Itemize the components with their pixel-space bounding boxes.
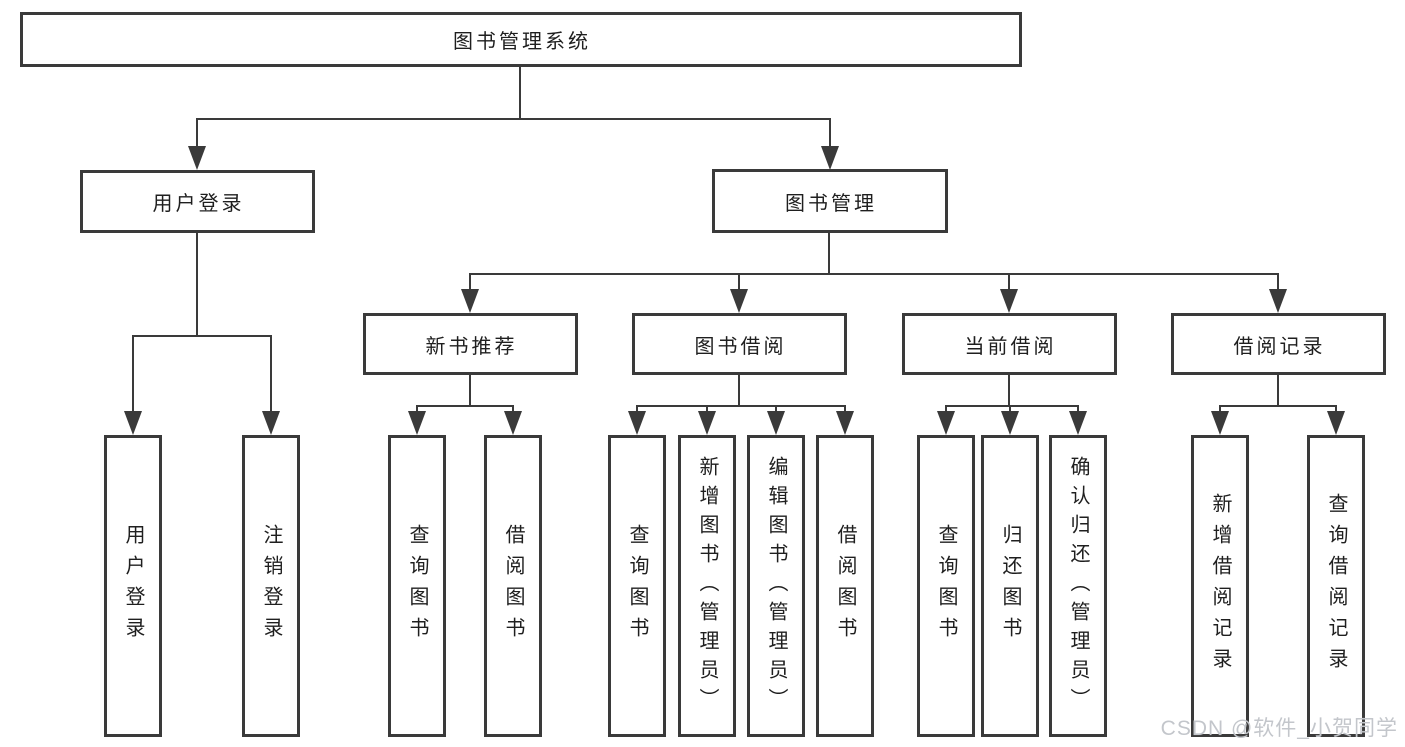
node-label: 图书管理	[785, 192, 877, 215]
leaf-confirm-return-admin: 确认归还（管理员）	[1049, 435, 1107, 737]
node-book-management: 图书管理	[712, 169, 948, 233]
connector-hline	[1219, 405, 1337, 407]
node-new-book-recommend: 新书推荐	[363, 313, 578, 375]
leaf-add-book-admin: 新增图书（管理员）	[678, 435, 736, 737]
connector-vline	[829, 118, 831, 150]
leaf-label: 查询图书	[626, 524, 648, 648]
watermark: CSDN @软件_小贺同学	[1160, 717, 1398, 740]
leaf-label: 确认归还（管理员）	[1067, 455, 1089, 717]
connector-vline	[738, 273, 740, 291]
leaf-query-book-borrow: 查询图书	[608, 435, 666, 737]
arrow-down-icon	[730, 289, 748, 313]
arrow-down-icon	[124, 411, 142, 435]
node-user-login: 用户登录	[80, 170, 315, 233]
leaf-label: 查询图书	[406, 524, 428, 648]
connector-vline	[1277, 375, 1279, 406]
leaf-label: 新增图书（管理员）	[696, 455, 718, 717]
connector-vline	[738, 375, 740, 406]
connector-vline	[844, 405, 846, 413]
node-current-borrow: 当前借阅	[902, 313, 1117, 375]
connector-hline	[196, 118, 831, 120]
connector-vline	[706, 405, 708, 413]
leaf-query-borrow-record: 查询借阅记录	[1307, 435, 1365, 737]
connector-vline	[196, 118, 198, 150]
connector-hline	[636, 405, 846, 407]
arrow-down-icon	[698, 411, 716, 435]
connector-vline	[945, 405, 947, 413]
connector-vline	[1219, 405, 1221, 413]
connector-vline	[469, 273, 471, 291]
arrow-down-icon	[461, 289, 479, 313]
node-label: 用户登录	[152, 193, 245, 215]
connector-hline	[416, 405, 514, 407]
connector-vline	[1008, 375, 1010, 406]
leaf-return-book: 归还图书	[981, 435, 1039, 737]
arrow-down-icon	[937, 411, 955, 435]
leaf-query-book-recommend: 查询图书	[388, 435, 446, 737]
leaf-label: 借阅图书	[502, 524, 524, 648]
connector-hline	[945, 405, 1079, 407]
leaf-query-book-current: 查询图书	[917, 435, 975, 737]
arrow-down-icon	[1069, 411, 1087, 435]
node-root: 图书管理系统	[20, 12, 1022, 67]
node-label: 图书借阅	[694, 335, 787, 358]
connector-vline	[270, 335, 272, 413]
leaf-label: 用户登录	[122, 524, 144, 648]
leaf-user-login: 用户登录	[104, 435, 162, 737]
leaf-label: 借阅图书	[834, 524, 856, 648]
arrow-down-icon	[1000, 289, 1018, 313]
leaf-label: 新增借阅记录	[1209, 493, 1231, 679]
node-label: 图书管理系统	[453, 31, 591, 53]
node-label: 新书推荐	[425, 335, 518, 358]
connector-vline	[828, 233, 830, 275]
connector-vline	[132, 335, 134, 413]
leaf-edit-book-admin: 编辑图书（管理员）	[747, 435, 805, 737]
leaf-borrow-book-recommend: 借阅图书	[484, 435, 542, 737]
connector-vline	[1335, 405, 1337, 413]
connector-vline	[1277, 273, 1279, 291]
arrow-down-icon	[504, 411, 522, 435]
leaf-label: 归还图书	[999, 524, 1021, 648]
leaf-add-borrow-record: 新增借阅记录	[1191, 435, 1249, 737]
connector-vline	[469, 375, 471, 406]
connector-vline	[1008, 273, 1010, 291]
leaf-label: 查询借阅记录	[1325, 493, 1347, 679]
arrow-down-icon	[188, 146, 206, 170]
node-book-borrow: 图书借阅	[632, 313, 847, 375]
node-label: 当前借阅	[964, 335, 1057, 358]
connector-vline	[519, 67, 521, 119]
leaf-label: 注销登录	[260, 524, 282, 648]
arrow-down-icon	[1211, 411, 1229, 435]
connector-hline	[470, 273, 1279, 275]
connector-vline	[196, 233, 198, 337]
leaf-logout: 注销登录	[242, 435, 300, 737]
arrow-down-icon	[1269, 289, 1287, 313]
leaf-borrow-book: 借阅图书	[816, 435, 874, 737]
connector-hline	[132, 335, 272, 337]
arrow-down-icon	[1001, 411, 1019, 435]
leaf-label: 查询图书	[935, 524, 957, 648]
connector-vline	[416, 405, 418, 413]
arrow-down-icon	[1327, 411, 1345, 435]
arrow-down-icon	[628, 411, 646, 435]
arrow-down-icon	[408, 411, 426, 435]
arrow-down-icon	[821, 146, 839, 170]
connector-vline	[1077, 405, 1079, 413]
node-label: 借阅记录	[1233, 335, 1326, 358]
connector-vline	[775, 405, 777, 413]
arrow-down-icon	[836, 411, 854, 435]
arrow-down-icon	[767, 411, 785, 435]
connector-vline	[636, 405, 638, 413]
node-borrow-record: 借阅记录	[1171, 313, 1386, 375]
connector-vline	[1009, 405, 1011, 413]
arrow-down-icon	[262, 411, 280, 435]
connector-vline	[512, 405, 514, 413]
leaf-label: 编辑图书（管理员）	[765, 455, 787, 717]
